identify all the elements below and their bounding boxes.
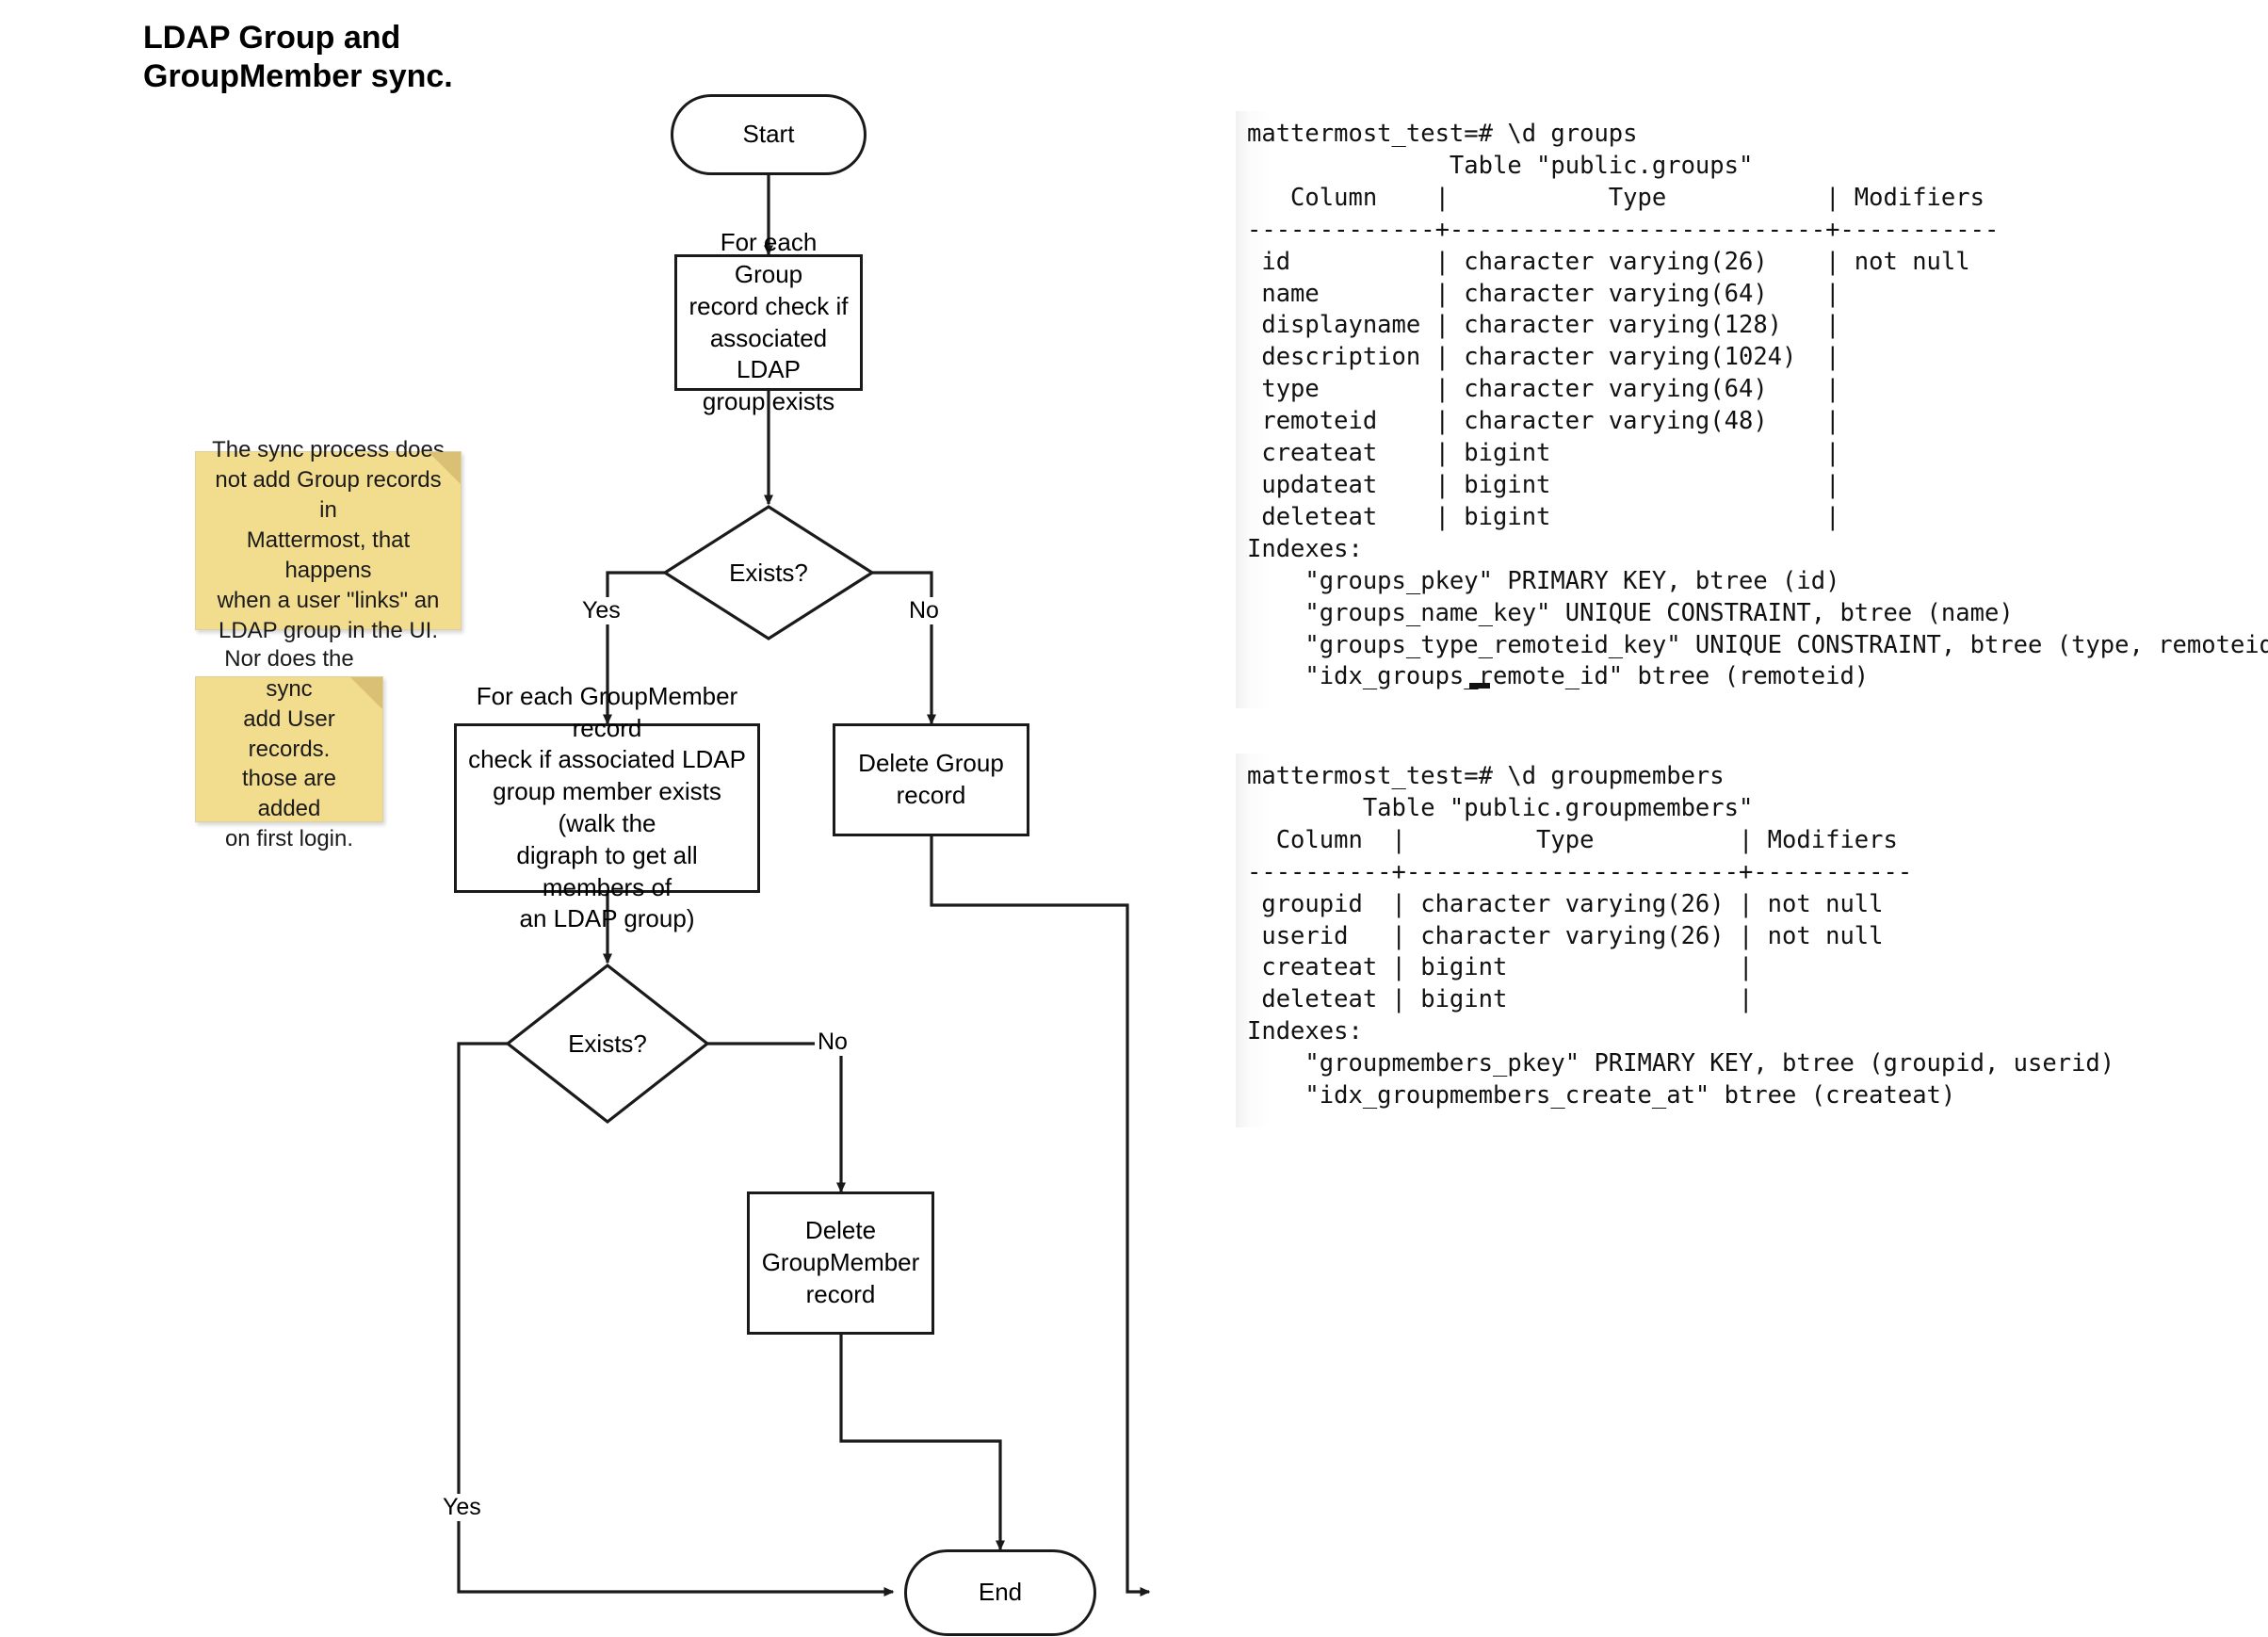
edge-delete-groupmember-to-end	[839, 1335, 1005, 1551]
terminal-output-groupmembers: mattermost_test=# \d groupmembers Table …	[1236, 754, 2114, 1127]
note-fold-corner-icon	[429, 452, 461, 484]
edge-label-exists1-no: No	[906, 597, 942, 624]
edge-delete-group-to-end	[930, 836, 1151, 1596]
sticky-note-text: The sync process does not add Group reco…	[212, 437, 445, 643]
decision-label: Exists?	[568, 1029, 647, 1058]
edge-label-exists1-yes: Yes	[579, 597, 624, 624]
edge-label-exists2-no: No	[815, 1029, 850, 1056]
node-start[interactable]: Start	[671, 94, 867, 175]
terminal-cursor-icon	[1469, 683, 1490, 689]
decision-label: Exists?	[729, 558, 808, 587]
diamond-shape	[505, 963, 710, 1125]
sticky-note-text: Nor does the sync add User records. thos…	[224, 645, 354, 852]
terminal-output-groups: mattermost_test=# \d groups Table "publi…	[1236, 111, 2268, 709]
node-decision-exists-groupmember[interactable]: Exists?	[505, 963, 710, 1125]
sticky-note-user-records[interactable]: Nor does the sync add User records. thos…	[195, 646, 383, 851]
node-delete-groupmember-record[interactable]: Delete GroupMember record	[747, 1191, 934, 1335]
node-check-groupmember-record[interactable]: For each GroupMember record check if ass…	[454, 682, 760, 932]
node-decision-exists-group[interactable]: Exists?	[662, 504, 875, 641]
diamond-shape	[662, 505, 875, 640]
node-check-group-record[interactable]: For each Group record check if associate…	[674, 228, 863, 415]
edge-label-exists2-yes: Yes	[440, 1494, 484, 1521]
node-end[interactable]: End	[904, 1549, 1096, 1636]
page-title: LDAP Group and GroupMember sync.	[143, 20, 453, 95]
edge-exists2-no	[693, 1042, 846, 1193]
sticky-note-group-records[interactable]: The sync process does not add Group reco…	[195, 437, 462, 643]
node-delete-group-record[interactable]: Delete Group record	[833, 723, 1029, 836]
note-fold-corner-icon	[350, 677, 382, 709]
